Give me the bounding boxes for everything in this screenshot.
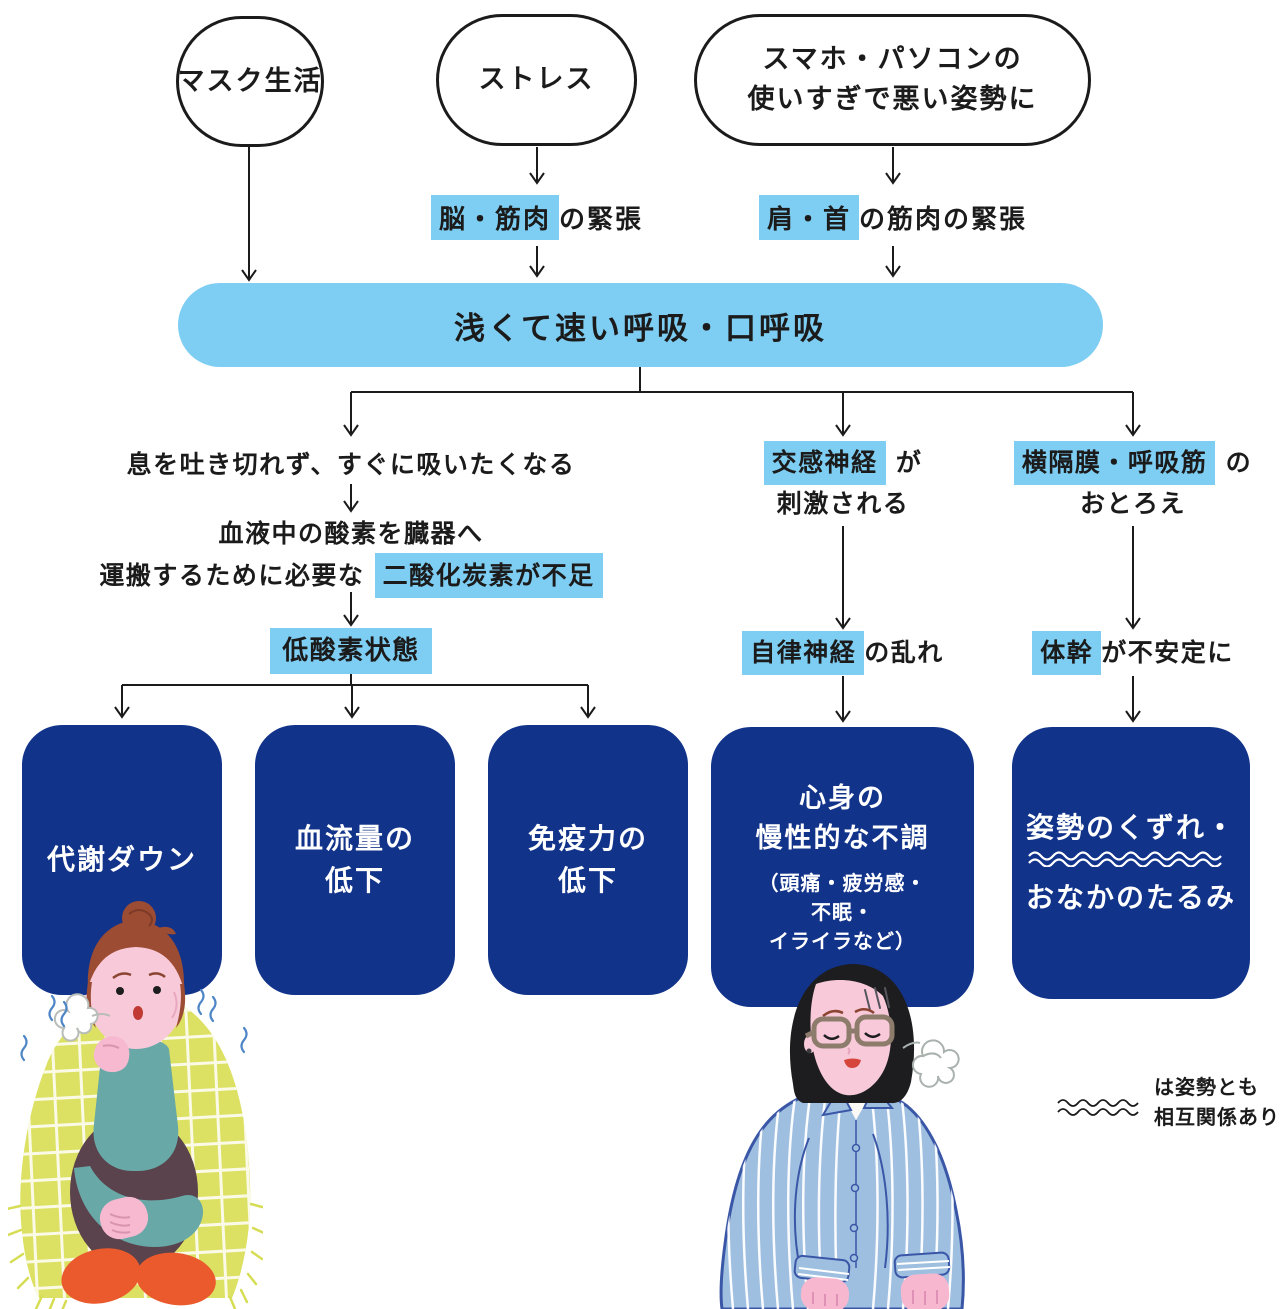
eyebrows (822, 1008, 875, 1017)
mouth (844, 1058, 861, 1068)
chain-text: の (1225, 448, 1253, 477)
left-chain-step3-hypoxia: 低酸素状態 (191, 628, 511, 674)
right-chain-step2-core: 体幹が不安定に (983, 631, 1280, 675)
earring (806, 1048, 812, 1054)
left-chain-step1: 息を吐き切れず、すぐに吸いたくなる (91, 446, 611, 484)
outcome-box-bloodflow: 血流量の 低下 (255, 725, 455, 995)
eye (153, 986, 161, 994)
outcome-box-immunity: 免疫力の 低下 (488, 725, 688, 995)
breath-puff-icon (53, 993, 111, 1042)
box-label-line2: 低下 (557, 864, 618, 897)
note-brain-muscle-tension: 脳・筋肉の緊張 (387, 194, 687, 240)
box-sub-line2: 不眠・ (811, 899, 874, 924)
cause-label: マスク生活 (177, 65, 323, 97)
note-rest: の緊張 (559, 204, 644, 235)
wavy-underline-icon (1028, 851, 1222, 867)
illustration-shivering-woman-in-blanket (8, 901, 263, 1309)
shiver-marks-icon (20, 988, 248, 1062)
chain-text-line2: おとろえ (983, 485, 1280, 523)
legend-line1: は姿勢とも (1154, 1075, 1259, 1099)
hand-on-knees (99, 1196, 149, 1240)
box-label-line1: 姿勢のくずれ・ (1025, 811, 1236, 844)
chain-text: 血液中の酸素を臓器へ (218, 519, 484, 548)
box-label-line1: 免疫力の (527, 822, 648, 855)
glasses-icon (804, 1014, 895, 1049)
outcome-box-chronic-disorder: 心身の 慢性的な不調 （頭痛・疲労感・ 不眠・ イライラなど） (711, 727, 974, 1007)
highlighted-term: 低酸素状態 (270, 628, 432, 674)
highlighted-term: 二酸化炭素が不足 (374, 553, 603, 598)
buttons (849, 1143, 861, 1263)
chain-text-line2: 刺激される (693, 485, 993, 523)
cause-label: ストレス (478, 64, 595, 95)
highlighted-term: 横隔膜・呼吸筋 (1013, 441, 1216, 485)
stress-lines-icon (864, 987, 890, 1011)
chain-text: が不安定に (1101, 638, 1234, 667)
box-sub-line3: イライラなど） (769, 928, 916, 953)
box-label: 代謝ダウン (46, 843, 197, 876)
box-label-line2: 慢性的な不調 (755, 822, 930, 854)
box-sub-line1: （頭痛・疲労感・ (758, 870, 927, 895)
chain-text: の乱れ (864, 638, 944, 667)
chain-text-line1: 交感神経 が (693, 441, 993, 485)
chain-text: 運搬するために必要な (99, 561, 365, 590)
box-label-line1: 血流量の (294, 822, 415, 855)
chain-text-line1: 血液中の酸素を臓器へ (41, 514, 661, 553)
head (81, 901, 186, 1049)
middle-chain-step2-autonomic: 自律神経の乱れ (693, 631, 993, 675)
shoes (61, 1248, 216, 1306)
cause-label-line2: 使いすぎで悪い姿勢に (747, 84, 1038, 115)
highlighted-term: 肩・首 (758, 194, 859, 240)
chain-text: が (895, 448, 923, 477)
highlighted-term: 自律神経 (742, 631, 865, 675)
highlighted-term: 交感神経 (763, 441, 886, 485)
right-chain-step1: 横隔膜・呼吸筋 の おとろえ (983, 441, 1280, 523)
box-label-line2: おなかのたるみ (1025, 881, 1236, 914)
chain-text: おとろえ (1079, 489, 1186, 518)
chain-text: 息を吐き切れず、すぐに吸いたくなる (126, 450, 576, 479)
sigh-puff-icon (902, 1039, 960, 1088)
eye (116, 987, 124, 995)
chain-text-line2: 運搬するために必要な 二酸化炭素が不足 (41, 553, 661, 598)
chain-text: 刺激される (776, 489, 910, 518)
outcome-box-posture-belly: 姿勢のくずれ・ おなかのたるみ (1012, 727, 1250, 999)
illustration-sighing-woman-with-glasses (719, 964, 965, 1309)
middle-chain-step1: 交感神経 が 刺激される (693, 441, 993, 523)
banner-label: 浅くて速い呼吸・口呼吸 (453, 310, 828, 347)
box-label-line1: 心身の (799, 782, 886, 814)
main-banner-shallow-breathing: 浅くて速い呼吸・口呼吸 (178, 283, 1103, 367)
eyebrows (112, 972, 166, 980)
chain-text-line1: 横隔膜・呼吸筋 の (983, 441, 1280, 485)
legend-text: は姿勢とも 相互関係あり (1154, 1072, 1280, 1132)
closed-eyes (823, 1032, 881, 1040)
hair (87, 920, 185, 990)
legend-line2: 相互関係あり (1154, 1105, 1280, 1129)
hand-at-chin (93, 1036, 130, 1073)
cause-oval-stress: ストレス (436, 14, 637, 146)
hair-bun (122, 901, 156, 935)
blanket-fringe (8, 1202, 263, 1309)
highlighted-term: 体幹 (1032, 631, 1102, 675)
note-shoulder-neck-tension: 肩・首の筋肉の緊張 (743, 194, 1043, 240)
cause-label-line1: スマホ・パソコンの (762, 44, 1023, 75)
note-rest: の筋肉の緊張 (859, 204, 1028, 235)
cuffs-and-hands (793, 1251, 951, 1309)
left-chain-step2: 血液中の酸素を臓器へ 運搬するために必要な 二酸化炭素が不足 (41, 514, 661, 598)
box-label-line2: 低下 (324, 864, 385, 897)
legend-wavy-meaning: は姿勢とも 相互関係あり (1056, 1072, 1280, 1132)
cause-oval-mask-life: マスク生活 (176, 16, 324, 147)
cause-oval-smartphone-posture: スマホ・パソコンの 使いすぎで悪い姿勢に (694, 14, 1091, 146)
highlighted-term: 脳・筋肉 (430, 194, 559, 240)
mouth (133, 1006, 143, 1020)
double-wavy-line-icon (1057, 1099, 1139, 1116)
